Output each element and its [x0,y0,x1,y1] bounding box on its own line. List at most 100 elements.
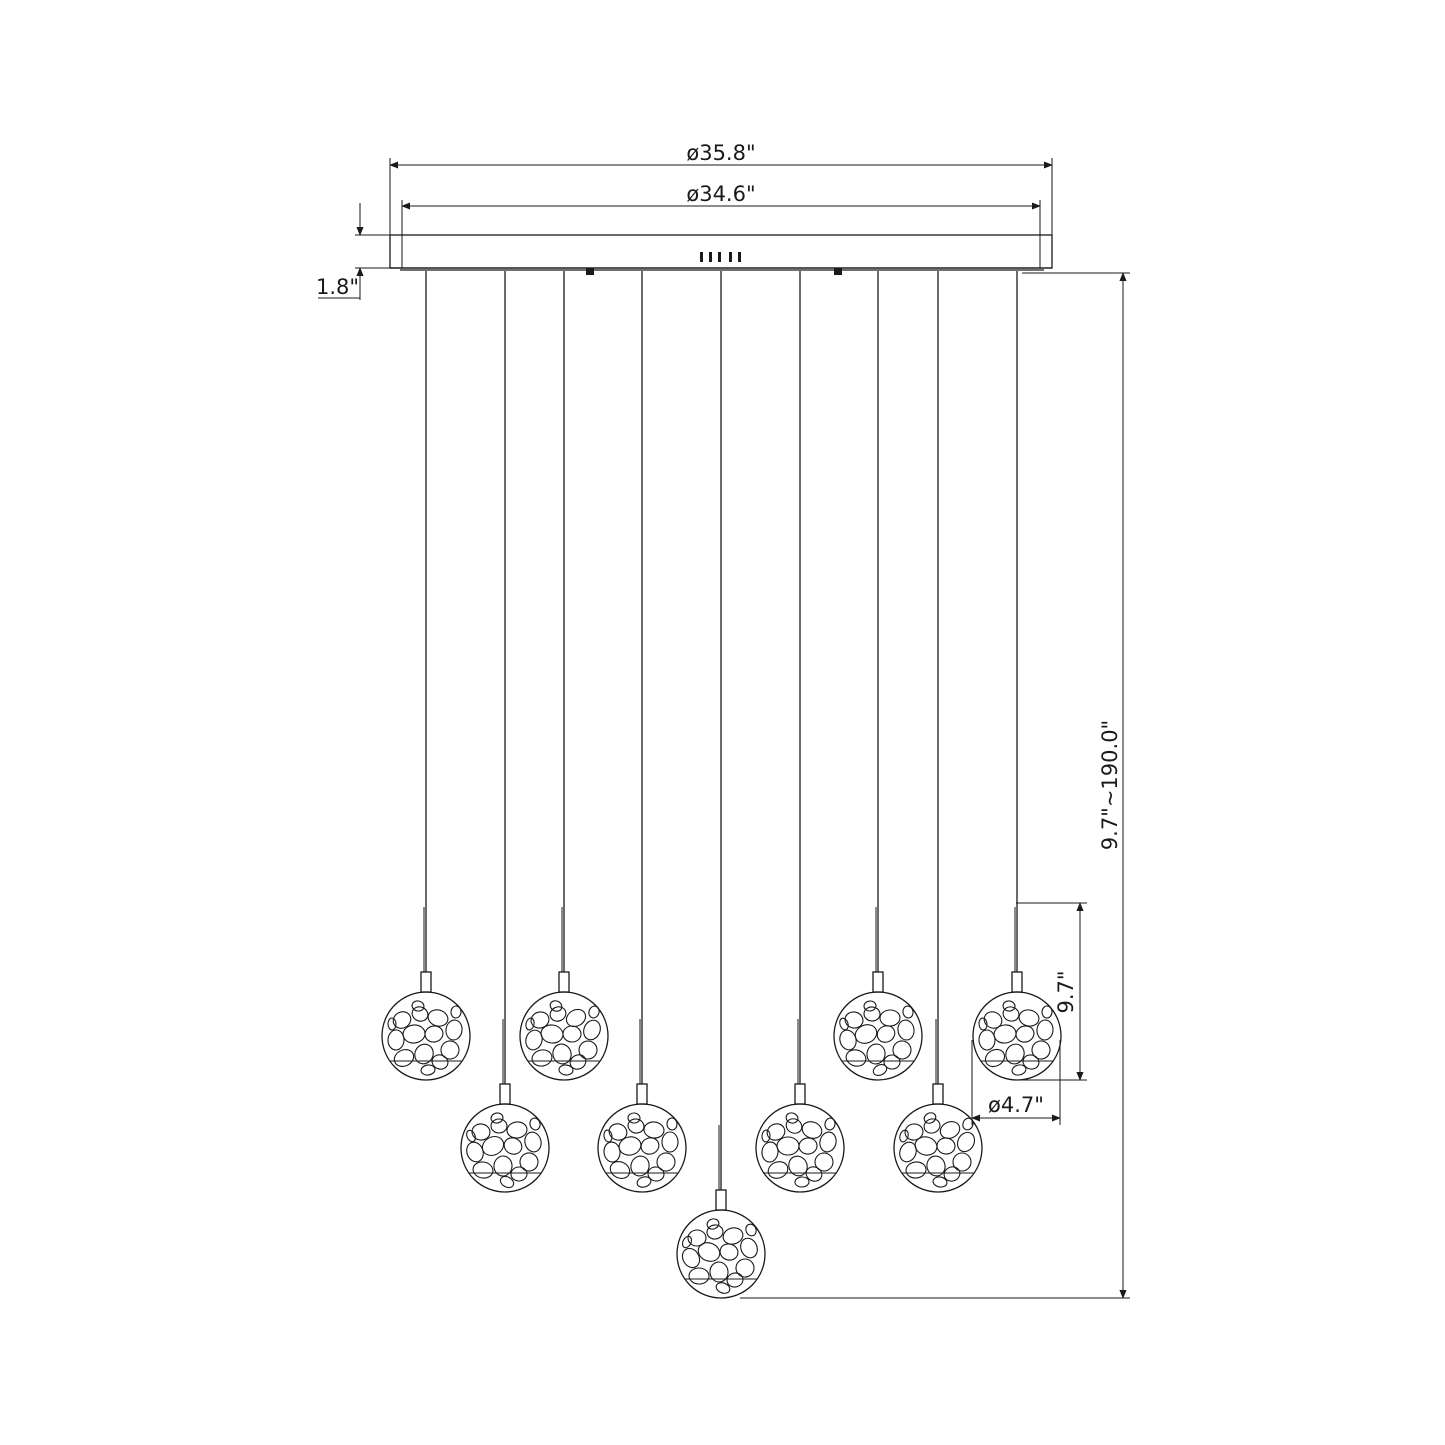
glass-bubble-pattern [1018,1009,1040,1027]
glass-bubble-pattern [525,1017,535,1031]
glass-bubble-pattern [445,1019,463,1041]
glass-globe [972,991,1062,1081]
glass-bubble-pattern [726,1272,744,1288]
glass-bubble-pattern [863,1000,877,1012]
glass-bubble-pattern [503,1137,523,1155]
glass-bubble-pattern [844,1011,864,1029]
glass-bubble-pattern [745,1223,757,1237]
glass-bubble-pattern [952,1152,972,1172]
glass-bubble-pattern [794,1176,810,1188]
glass-bubble-pattern [722,1227,744,1245]
socket-cap [499,1083,511,1105]
glass-bubble-pattern [766,1123,786,1141]
glass-bubble-pattern [387,1029,405,1051]
glass-bubble-pattern [1036,1019,1054,1041]
glass-bubble-pattern [656,1152,676,1172]
glass-bubble-pattern [481,1135,505,1157]
glass-globe [893,1103,983,1193]
glass-bubble-pattern [531,1049,553,1067]
glass-bubble-pattern [609,1161,631,1179]
glass-bubble-pattern [627,1118,645,1134]
glass-bubble-pattern [1002,1000,1016,1012]
glass-bubble-pattern [392,1011,412,1029]
pendant-light [676,271,766,1299]
socket-cap [420,971,432,993]
glass-bubble-pattern [490,1112,504,1124]
glass-bubble-pattern [706,1224,724,1240]
glass-bubble-pattern [588,1005,600,1019]
glass-bubble-pattern [414,1043,434,1065]
socket-cap [715,1189,727,1211]
glass-globe [597,1103,687,1193]
glass-bubble-pattern [411,1006,429,1022]
glass-bubble-pattern [943,1166,961,1182]
pendant-light [893,271,983,1193]
pendant-light [381,271,471,1081]
dimension-overall-height: 9.7"~190.0" [740,272,1130,1299]
glass-bubble-pattern [630,1155,650,1177]
inner-diameter-label: ø34.6" [686,182,755,206]
glass-bubble-pattern [785,1112,799,1124]
glass-bubble-pattern [1005,1043,1025,1065]
glass-bubble-pattern [490,1118,508,1134]
glass-bubble-pattern [661,1131,679,1153]
glass-bubble-pattern [562,1025,582,1043]
socket-cap [1011,971,1023,993]
glass-bubble-pattern [863,1006,881,1022]
glass-bubble-pattern [923,1112,937,1124]
glass-bubble-pattern [897,1019,915,1041]
glass-bubble-pattern [608,1123,628,1141]
glass-bubble-pattern [824,1117,836,1131]
glass-bubble-pattern [839,1017,849,1031]
mounting-screw [834,268,842,275]
pendant-light [460,271,550,1193]
canopy-height-label: 1.8" [316,275,359,299]
glass-bubble-pattern [788,1155,808,1177]
glass-bubble-pattern [1015,1025,1035,1043]
glass-bubble-pattern [499,1175,515,1189]
canopy-vent-slots [700,252,741,262]
dimension-pendant-height: 9.7" [1012,902,1087,1081]
pendant-light [597,271,687,1193]
glass-bubble-pattern [715,1282,731,1294]
glass-bubble-pattern [899,1129,909,1143]
glass-bubble-pattern [740,1237,758,1259]
glass-bubble-pattern [393,1049,415,1067]
glass-bubble-pattern [420,1064,436,1076]
glass-bubble-pattern [936,1137,956,1155]
glass-bubble-pattern [883,1054,901,1070]
glass-bubble-pattern [776,1136,800,1156]
glass-bubble-pattern [618,1136,642,1156]
glass-bubble-pattern [1031,1040,1051,1060]
glass-bubble-pattern [719,1243,739,1261]
glass-bubble-pattern [603,1129,613,1143]
glass-bubble-pattern [472,1161,494,1179]
glass-bubble-pattern [510,1166,528,1182]
socket-cap [636,1083,648,1105]
glass-bubble-pattern [427,1009,449,1027]
glass-bubble-pattern [709,1261,729,1283]
glass-bubble-pattern [978,1017,988,1031]
glass-bubble-pattern [1011,1064,1027,1076]
mounting-screw [586,268,594,275]
dimension-outer-diameter: ø35.8" [389,141,1053,235]
glass-bubble-pattern [552,1043,572,1065]
pendant-height-label: 9.7" [1054,970,1078,1013]
glass-bubble-pattern [983,1011,1003,1029]
dimension-canopy-height: 1.8" [316,203,390,300]
outer-diameter-label: ø35.8" [686,141,755,165]
socket-cap [794,1083,806,1105]
glass-bubble-pattern [647,1166,665,1182]
glass-bubble-pattern [899,1141,917,1163]
socket-cap [872,971,884,993]
glass-bubble-pattern [1022,1054,1040,1070]
glass-bubble-pattern [466,1129,476,1143]
glass-bubble-pattern [578,1040,598,1060]
glass-bubble-pattern [761,1129,771,1143]
glass-bubble-pattern [984,1048,1006,1068]
glass-bubble-pattern [1041,1005,1053,1019]
glass-bubble-pattern [798,1137,818,1155]
glass-globe [381,991,471,1081]
glass-bubble-pattern [558,1064,574,1076]
glass-bubble-pattern [914,1136,938,1156]
